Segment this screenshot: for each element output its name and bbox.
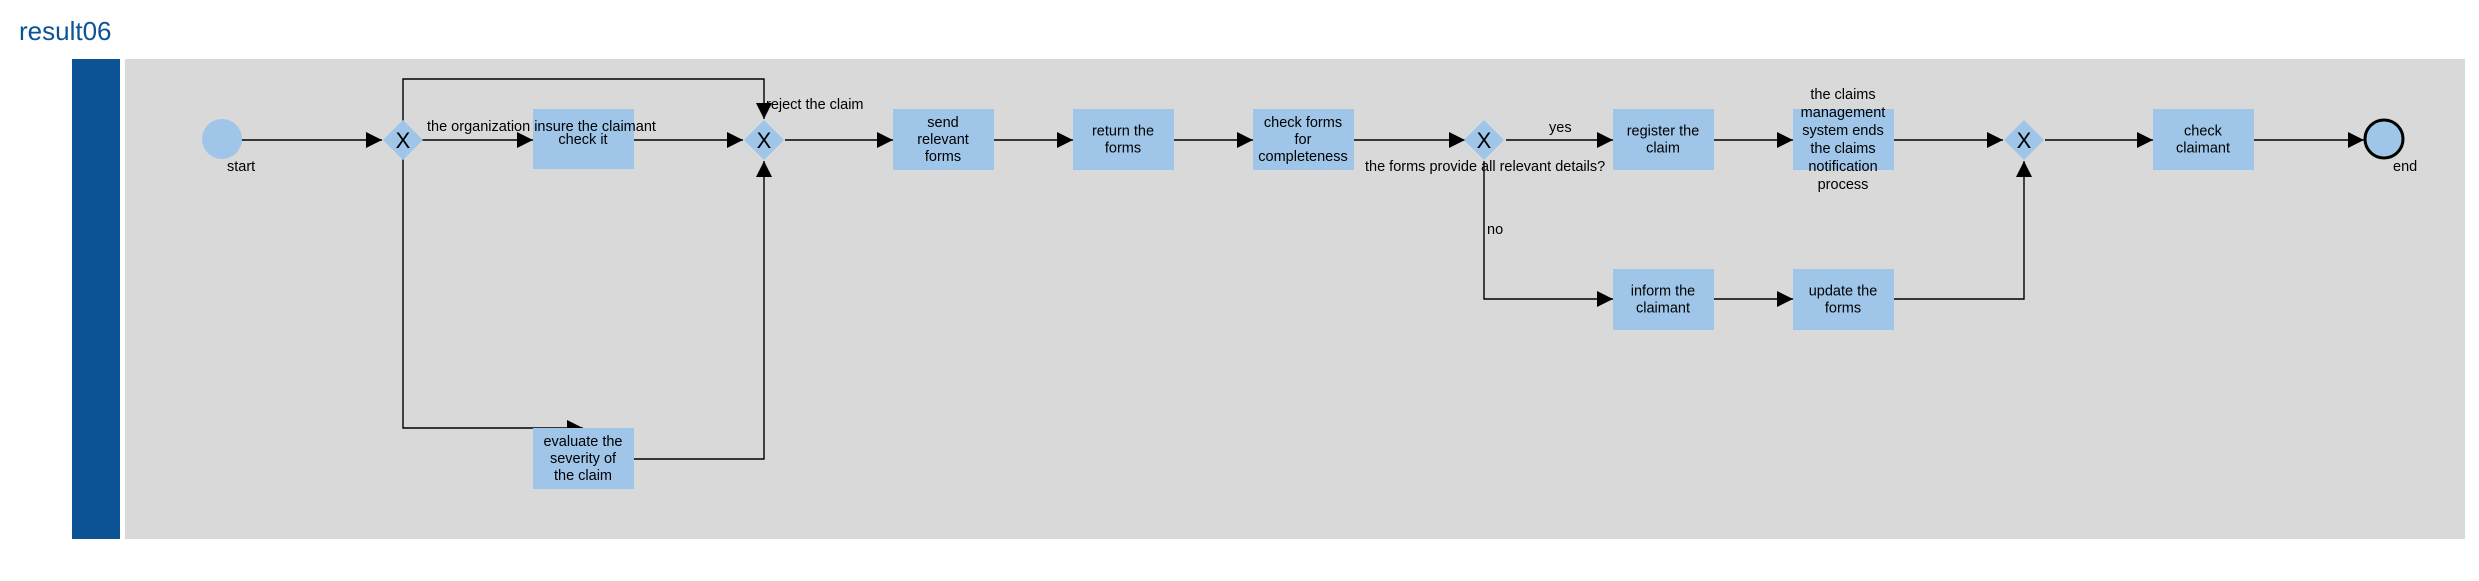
flow-label-no: no (1487, 222, 1503, 238)
svg-text:X: X (2017, 128, 2032, 153)
task-claims-management: the claims management system ends the claim… (1793, 87, 1894, 193)
svg-text:X: X (396, 128, 411, 153)
task-label-line: the claim (554, 468, 612, 484)
exclusive-gateway: X (1464, 120, 1504, 160)
exclusive-gateway: X (744, 120, 784, 160)
task-label-line: management (1801, 105, 1886, 121)
svg-text:check it: check it (558, 132, 607, 148)
task-label-line: process (1818, 177, 1869, 193)
flow-label-yes: yes (1549, 120, 1572, 136)
pool-bar (72, 59, 120, 539)
task-label-line: notification (1808, 159, 1877, 175)
page-title: result06 (19, 16, 112, 46)
task-label-line: check (2184, 124, 2223, 140)
task-label-line: forms (925, 149, 961, 165)
task-label-line: inform the (1631, 284, 1695, 300)
svg-text:X: X (757, 128, 772, 153)
task-label-line: forms (1825, 301, 1861, 317)
flow-g1-eval (402, 159, 583, 436)
task-label-line: system ends (1802, 123, 1883, 139)
start-label: start (227, 159, 255, 175)
end-event (2363, 118, 2405, 160)
flow-label-reject: reject the claim (766, 97, 864, 113)
task-label-line: check it (558, 132, 607, 148)
task-label-line: update the (1809, 284, 1878, 300)
task-label-line: return the (1092, 124, 1154, 140)
task-label-line: claimant (1636, 301, 1690, 317)
start-event (202, 119, 242, 159)
flow-eval-g2 (634, 161, 772, 460)
task-label-line: for (1295, 132, 1312, 148)
task-label-line: check forms (1264, 115, 1342, 131)
flow-update-g4 (1894, 161, 2032, 300)
sequence-flows (241, 78, 2364, 460)
task-label-line: claimant (2176, 141, 2230, 157)
task-label-line: evaluate the (543, 434, 622, 450)
task-label-line: completeness (1258, 149, 1347, 165)
task-label-line: severity of (550, 451, 617, 467)
flow-label-forms-question: the forms provide all relevant details? (1365, 159, 1605, 175)
task-label-line: forms (1105, 141, 1141, 157)
exclusive-gateway: X (2004, 120, 2044, 160)
task-label-line: register the (1627, 124, 1700, 140)
task-label-line: relevant (917, 132, 969, 148)
task-label-line: claim (1646, 141, 1680, 157)
task-label-line: send (927, 115, 958, 131)
exclusive-gateway: X (383, 120, 423, 160)
flow-g1-reject (402, 78, 772, 121)
task-label-line: the claims (1810, 141, 1875, 157)
flow-label-insure: the organization insure the claimant (427, 119, 656, 135)
task-check-it: check it (533, 109, 634, 169)
end-label: end (2393, 159, 2417, 175)
task-label-line: the claims (1810, 87, 1875, 103)
svg-text:X: X (1477, 128, 1492, 153)
flow-g3-inform (1483, 161, 1613, 307)
